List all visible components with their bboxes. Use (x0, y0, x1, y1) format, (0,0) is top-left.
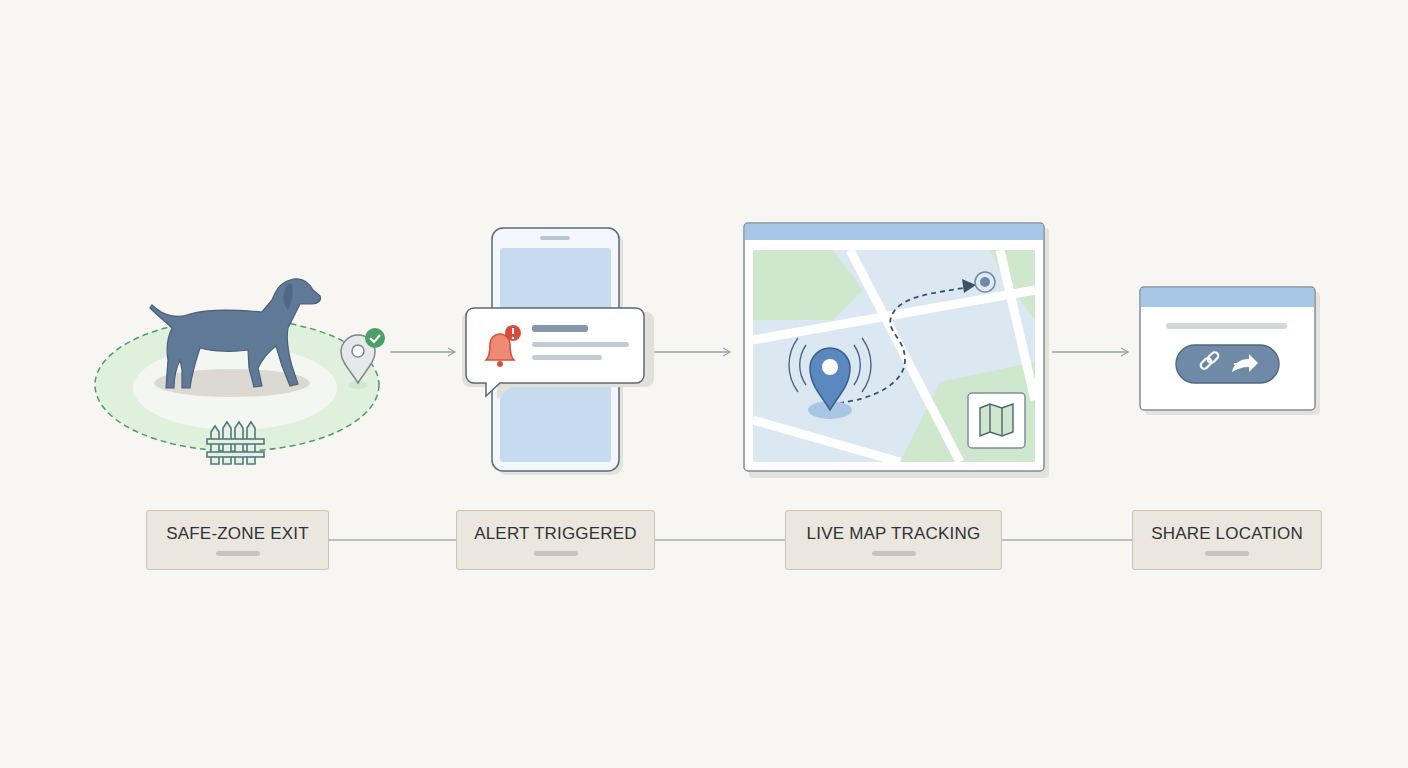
dog-ear (284, 284, 293, 310)
step-label-box: ALERT TRIGGERED (456, 510, 655, 570)
step-label-box: SHARE LOCATION (1132, 510, 1322, 570)
connector-line (655, 540, 785, 541)
connector-line (329, 540, 456, 541)
step-label: ALERT TRIGGERED (474, 524, 637, 544)
decor-bar (1205, 551, 1249, 556)
map-window (744, 223, 1049, 478)
share-window (1140, 287, 1320, 415)
step-label: SAFE-ZONE EXIT (166, 524, 309, 544)
location-pin (341, 328, 385, 389)
step-label-box: LIVE MAP TRACKING (785, 510, 1002, 570)
step-label-box: SAFE-ZONE EXIT (146, 510, 329, 570)
decor-bar (872, 551, 916, 556)
decor-bar (534, 551, 578, 556)
connector-line (1002, 540, 1132, 541)
notification (462, 308, 654, 399)
decor-bar (216, 551, 260, 556)
step-label: LIVE MAP TRACKING (807, 524, 981, 544)
step-label: SHARE LOCATION (1151, 524, 1303, 544)
fence (207, 422, 264, 464)
dog (150, 279, 321, 388)
